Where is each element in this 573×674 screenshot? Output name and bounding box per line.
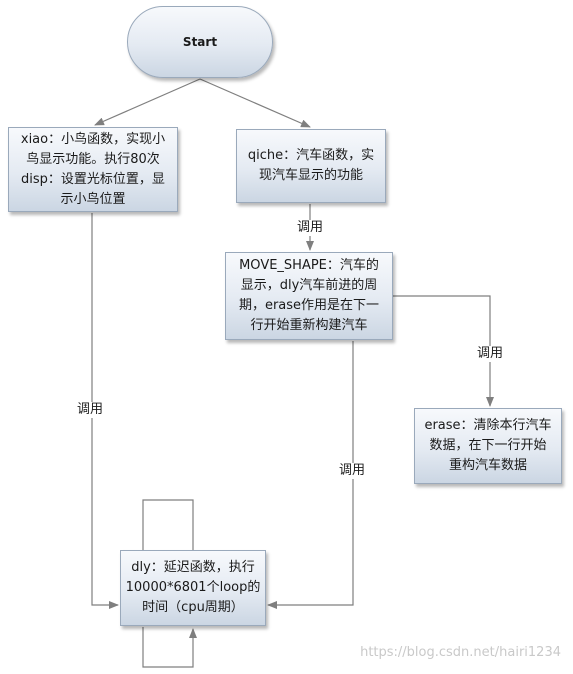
- edge-label-move-to-dly: 调用: [338, 463, 367, 479]
- edge-xiao-to-dly: [91, 213, 119, 609]
- edge-move-shape-to-erase: [393, 295, 494, 407]
- watermark: https://blog.csdn.net/hairi1234: [360, 645, 561, 660]
- move-shape-node: MOVE_SHAPE：汽车的 显示，dly汽车前进的周 期，erase作用是在下…: [225, 252, 393, 340]
- dly-node: dly：延迟函数，执行 10000*6801个loop的 时间（cpu周期）: [120, 550, 266, 626]
- edge-dly-self-loop: [142, 499, 194, 550]
- edge-label-qiche-to-move: 调用: [296, 220, 325, 236]
- edge-start-to-qiche: [199, 78, 311, 128]
- edge-label-move-to-erase: 调用: [476, 346, 505, 362]
- edge-dly-self-loop-return: [142, 627, 197, 668]
- edge-start-to-xiao: [94, 78, 201, 126]
- edge-move-shape-to-dly: [267, 341, 354, 609]
- xiao-node: xiao：小鸟函数，实现小 鸟显示功能。执行80次 disp：设置光标位置，显 …: [8, 127, 178, 212]
- erase-node: erase：清除本行汽车 数据，在下一行开始 重构汽车数据: [414, 408, 562, 484]
- start-node: Start: [127, 6, 273, 78]
- qiche-node: qiche：汽车函数，实 现汽车显示的功能: [236, 129, 386, 203]
- edge-label-xiao-to-dly: 调用: [76, 402, 105, 418]
